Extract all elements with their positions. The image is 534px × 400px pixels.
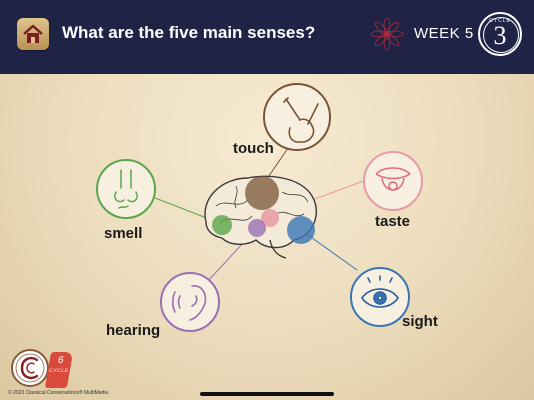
home-indicator-bar[interactable] xyxy=(200,392,334,396)
brain-region-smell xyxy=(212,215,232,235)
question-title: What are the five main senses? xyxy=(62,23,316,42)
sight-label: sight xyxy=(402,313,438,330)
sight-button[interactable] xyxy=(350,267,410,327)
home-button[interactable] xyxy=(17,18,49,50)
cycle-tag-word: CYCLE xyxy=(48,368,69,374)
touch-button[interactable] xyxy=(263,83,331,151)
brain-region-touch xyxy=(245,176,279,210)
classical-conversations-logo xyxy=(11,349,49,387)
cycle-badge: CYCLE 3 xyxy=(478,12,522,56)
smell-label: smell xyxy=(104,225,143,242)
ear-icon xyxy=(171,285,207,321)
taste-button[interactable] xyxy=(363,151,423,211)
brain-illustration xyxy=(204,175,317,259)
touch-label: touch xyxy=(233,140,274,157)
week-label: WEEK 5 xyxy=(414,25,474,42)
copyright-text: © 2023 Classical Conversations® MultiMed… xyxy=(8,390,109,396)
header-bar: What are the five main senses? WEEK 5 CY… xyxy=(0,0,534,74)
senses-diagram xyxy=(96,83,423,332)
brain-region-taste xyxy=(261,209,279,227)
mandala-icon xyxy=(370,17,404,51)
smell-button[interactable] xyxy=(96,159,156,219)
brain-region-hearing xyxy=(248,219,266,237)
mouth-icon xyxy=(375,167,411,191)
hand-icon xyxy=(283,97,319,143)
taste-label: taste xyxy=(375,213,411,230)
cycle-badge-word: CYCLE xyxy=(489,18,511,24)
cycle-tag-number: 6 xyxy=(56,355,65,366)
eye-icon xyxy=(361,275,399,308)
hearing-button[interactable] xyxy=(160,272,220,332)
nose-icon xyxy=(114,169,138,209)
cycle-badge-ring xyxy=(483,17,519,53)
hearing-label: hearing xyxy=(106,322,161,339)
brain-region-sight xyxy=(287,216,315,244)
house-icon xyxy=(23,24,43,43)
